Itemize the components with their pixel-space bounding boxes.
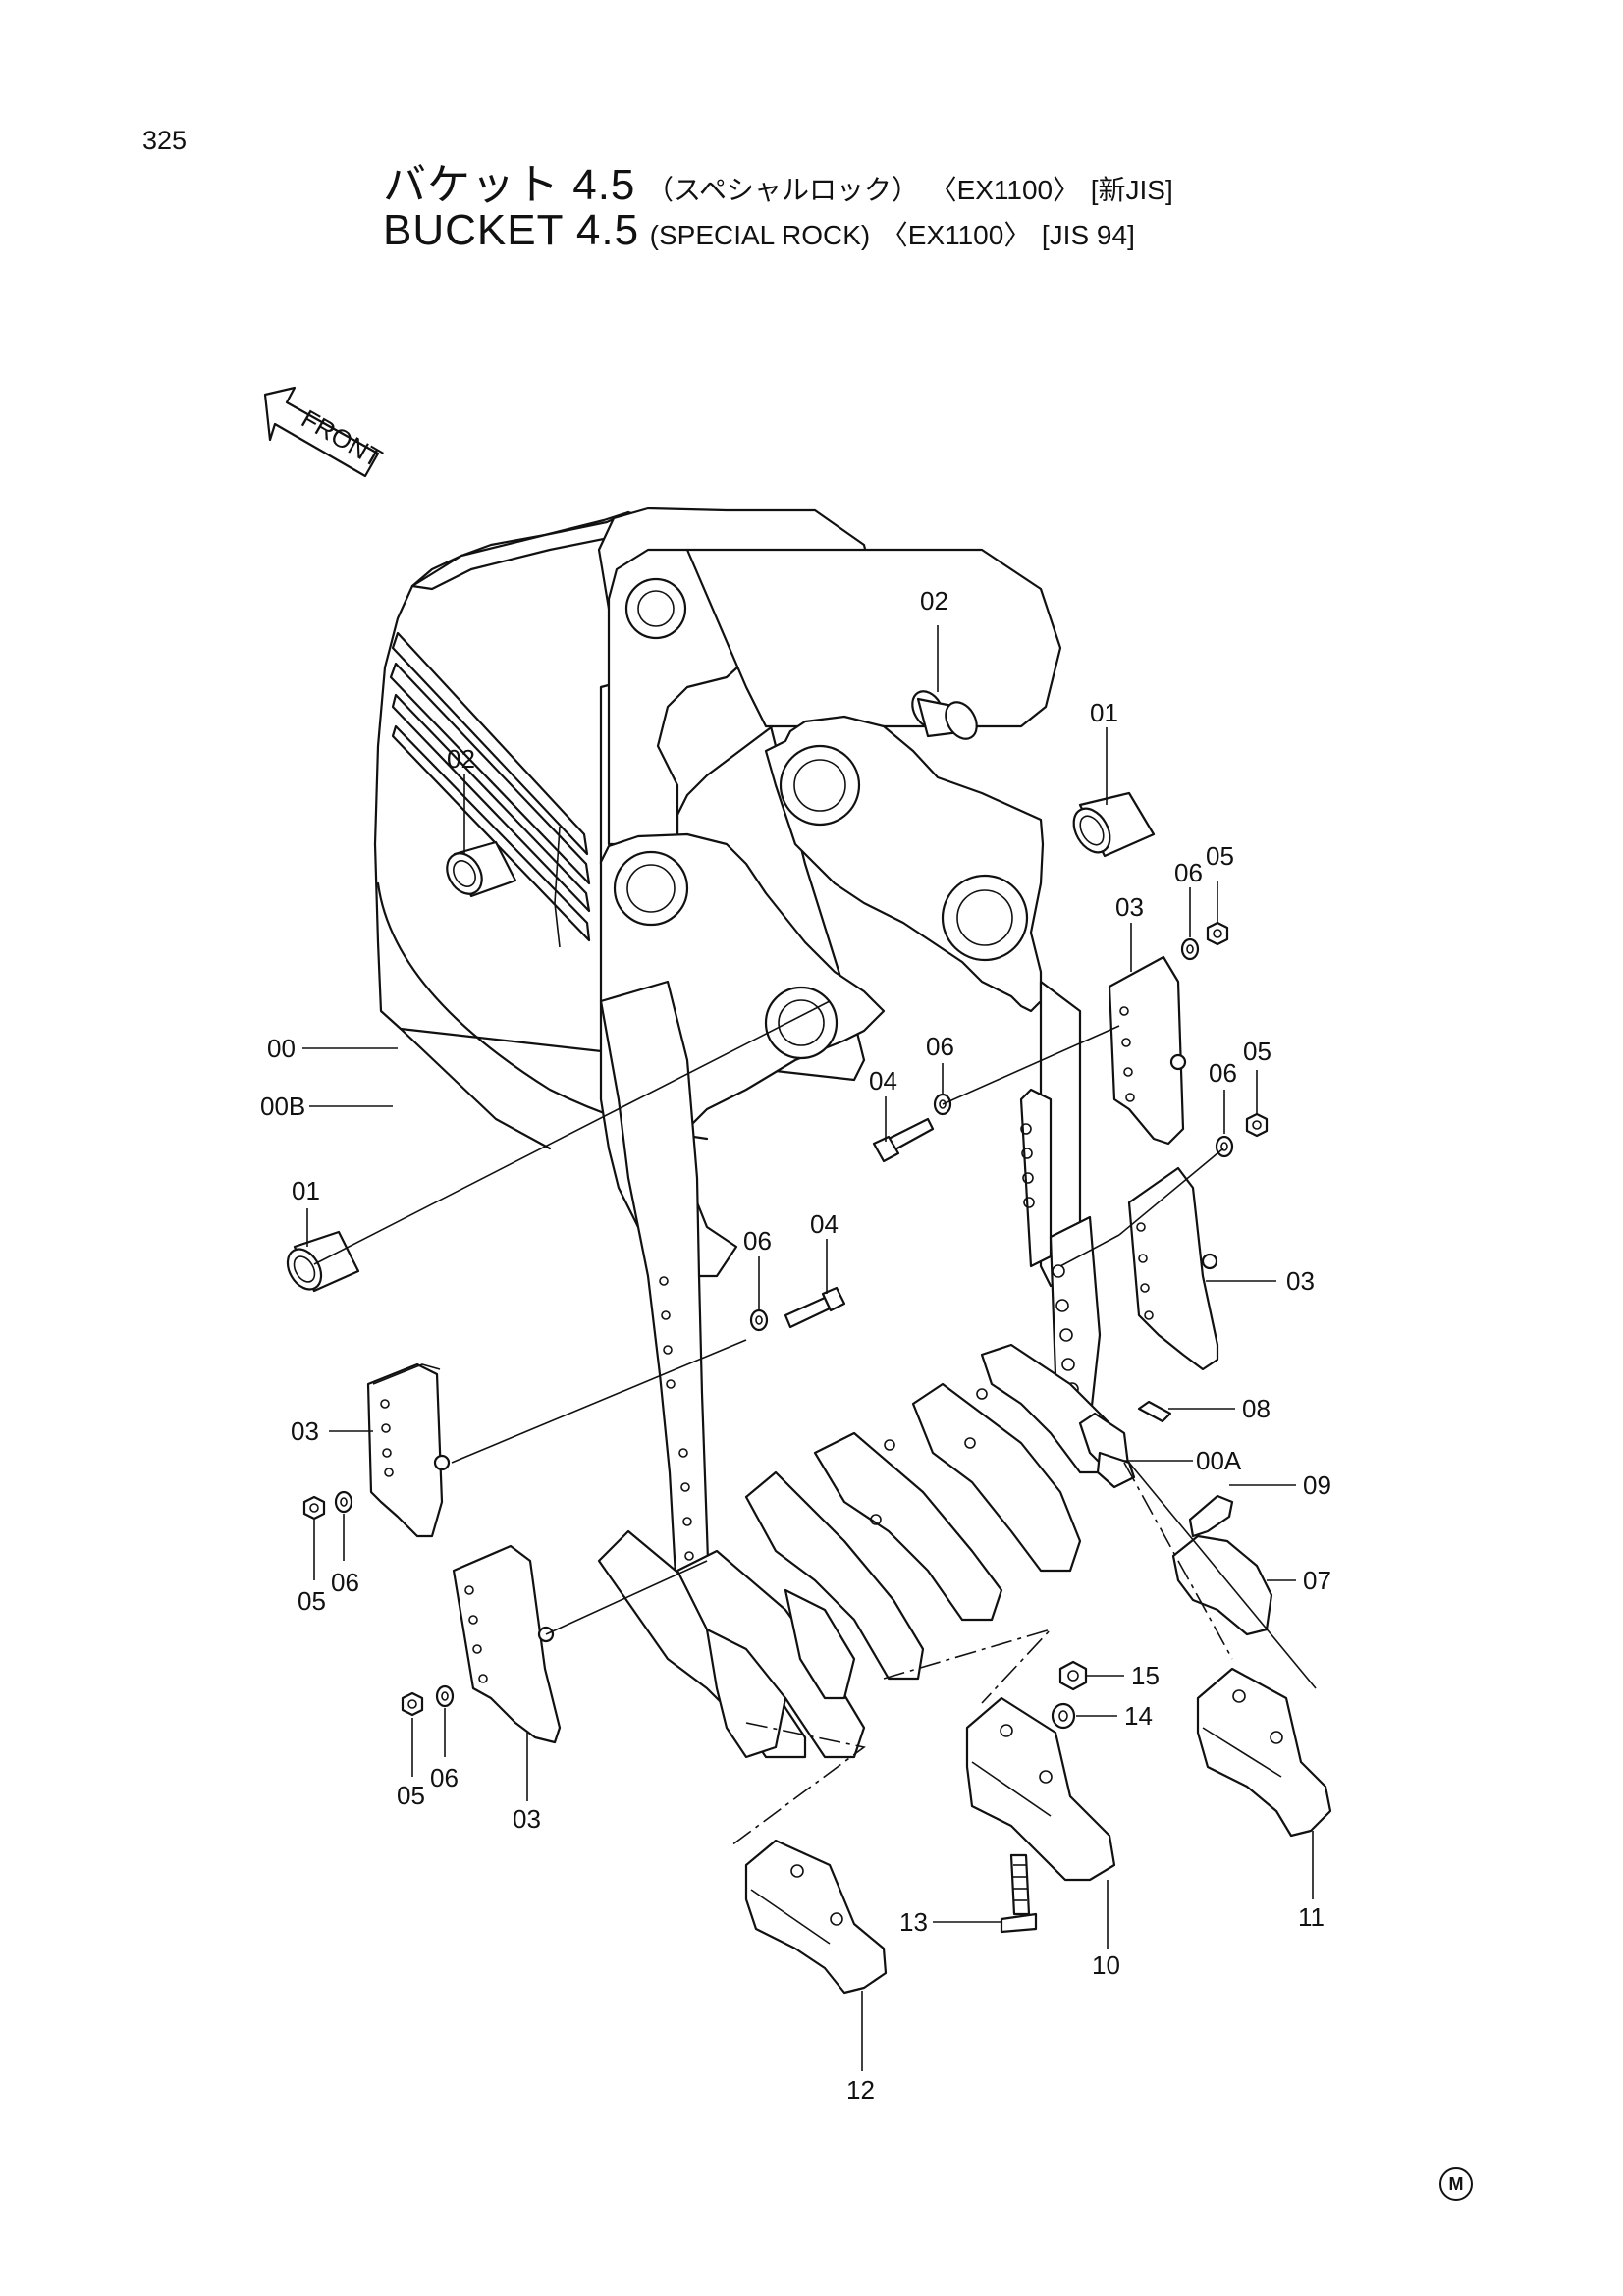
callout-06-a: 06 — [1174, 858, 1203, 887]
shroud-10 — [965, 1696, 1116, 1882]
callout-03-c: 03 — [291, 1416, 319, 1446]
callout-05-b: 05 — [1243, 1037, 1271, 1066]
washer-06-c — [1215, 1135, 1234, 1158]
washer-06-f — [435, 1684, 455, 1708]
lock-pin-09 — [1188, 1494, 1234, 1538]
callout-09: 09 — [1303, 1470, 1331, 1500]
nut-05-c — [302, 1495, 326, 1521]
callout-08: 08 — [1242, 1394, 1271, 1423]
callout-06-d: 06 — [743, 1226, 772, 1255]
washer-06-d — [749, 1308, 769, 1332]
shroud-11 — [1196, 1667, 1332, 1838]
bolt-13 — [1000, 1853, 1038, 1934]
side-cutter-03-a — [1108, 955, 1187, 1146]
bushing-01-right — [1072, 791, 1156, 858]
title-jp-main: バケット 4.5 — [383, 161, 636, 209]
page-title-en: BUCKET 4.5 (SPECIAL ROCK) 〈EX1100〉 [JIS … — [383, 206, 1135, 255]
callout-01-top: 01 — [1090, 698, 1118, 727]
nut-15 — [1058, 1660, 1088, 1691]
side-cutter-03-b — [1127, 1166, 1219, 1371]
hinge-bracket — [597, 507, 1062, 1278]
callout-00A: 00A — [1196, 1446, 1242, 1475]
title-jp-sub: （スペシャルロック） — [645, 175, 919, 205]
nut-05-a — [1206, 921, 1229, 946]
pin-08 — [1137, 1400, 1172, 1423]
washer-06-e — [334, 1490, 353, 1514]
page-number: 325 — [142, 126, 188, 155]
callout-05-c: 05 — [298, 1586, 326, 1616]
side-cutter-03-c — [366, 1362, 451, 1538]
bucket-teeth — [597, 1343, 1136, 1759]
title-jp-model: 〈EX1100〉 — [929, 175, 1081, 205]
callout-00: 00 — [267, 1034, 296, 1063]
callout-06-f: 06 — [430, 1763, 459, 1792]
callout-01-left: 01 — [292, 1176, 320, 1205]
callout-03-d: 03 — [513, 1804, 541, 1834]
callout-04-b: 04 — [810, 1209, 839, 1239]
bushing-01-left — [286, 1230, 360, 1293]
shroud-12 — [744, 1839, 888, 1995]
callouts: 02 01 02 06 05 03 00 06 06 05 04 00B 01 … — [260, 586, 1331, 2105]
callout-06-e: 06 — [331, 1568, 359, 1597]
callout-04-a: 04 — [869, 1066, 897, 1095]
title-en-model: 〈EX1100〉 — [880, 220, 1032, 250]
callout-02-left: 02 — [447, 744, 475, 774]
trademark-m-icon: M — [1439, 2167, 1473, 2201]
title-jp-std: [新JIS] — [1090, 175, 1173, 205]
nut-05-d — [401, 1691, 424, 1717]
callout-05-d: 05 — [397, 1781, 425, 1810]
title-en-std: [JIS 94] — [1041, 220, 1135, 250]
callout-10: 10 — [1092, 1950, 1120, 1980]
callout-07: 07 — [1303, 1566, 1331, 1595]
washer-06-a — [1180, 937, 1200, 961]
callout-06-c: 06 — [1209, 1058, 1237, 1088]
callout-14: 14 — [1124, 1701, 1153, 1731]
washer-14 — [1051, 1702, 1076, 1730]
callout-12: 12 — [846, 2075, 875, 2105]
callout-02-top: 02 — [920, 586, 948, 615]
bushing-02-left — [446, 840, 517, 898]
page-title-jp: バケット 4.5 （スペシャルロック） 〈EX1100〉 [新JIS] — [383, 149, 1173, 212]
bushing-02-top — [911, 690, 978, 740]
tooth-07 — [1171, 1534, 1273, 1636]
side-cutter-03-d — [452, 1544, 562, 1744]
bolt-04-a — [872, 1117, 935, 1163]
callout-05-a: 05 — [1206, 841, 1234, 871]
bolt-04-b — [784, 1286, 846, 1329]
title-en-main: BUCKET 4.5 — [383, 206, 640, 254]
callout-00B: 00B — [260, 1092, 305, 1121]
callout-03-b: 03 — [1286, 1266, 1315, 1296]
callout-11: 11 — [1298, 1902, 1325, 1932]
assembly-lines — [313, 826, 1317, 1846]
callout-06-b: 06 — [926, 1032, 954, 1061]
callout-15: 15 — [1131, 1661, 1160, 1690]
nut-05-b — [1245, 1112, 1269, 1138]
callout-03-a: 03 — [1115, 892, 1144, 922]
title-en-sub: (SPECIAL ROCK) — [649, 220, 871, 250]
callout-13: 13 — [899, 1907, 928, 1937]
front-arrow-icon: FRONT — [263, 386, 388, 478]
